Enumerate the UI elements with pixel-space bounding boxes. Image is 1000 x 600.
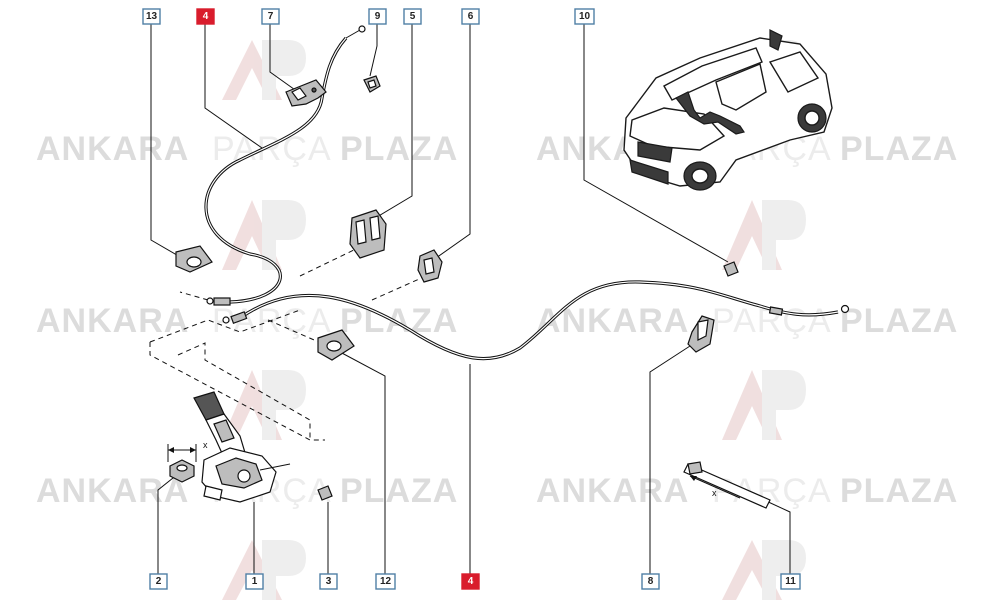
callout-label: 13 xyxy=(146,11,158,22)
watermark-layer: ANKARA PARÇA PLAZA ANKARA PARÇA PLAZA AN… xyxy=(36,40,958,600)
cable-end-fittings xyxy=(206,297,248,324)
bracket-part-8 xyxy=(687,315,715,353)
bracket-part-7 xyxy=(285,79,327,107)
callout-10: 10 xyxy=(574,8,595,25)
watermark-text-row-1: ANKARA PARÇA PLAZA ANKARA PARÇA PLAZA xyxy=(36,130,958,168)
callout-11: 11 xyxy=(780,573,801,590)
clip-part-3 xyxy=(317,485,333,501)
watermark-word: PLAZA xyxy=(840,130,958,168)
callout-label: 6 xyxy=(468,11,474,22)
watermark-word: PLAZA xyxy=(340,472,458,510)
cable-tie-part-11 xyxy=(683,461,771,509)
callout-2: 2 xyxy=(149,573,168,590)
callout-7: 7 xyxy=(261,8,280,25)
callout-label: 12 xyxy=(380,576,392,587)
rear-cable xyxy=(239,280,850,361)
callout-3: 3 xyxy=(319,573,338,590)
watermark-word: PLAZA xyxy=(340,302,458,340)
callout-4-top: 4 xyxy=(196,8,215,25)
double-clip-part-5 xyxy=(349,209,387,259)
watermark-logo xyxy=(222,40,306,100)
callout-label: 4 xyxy=(468,576,474,587)
watermark-word: PLAZA xyxy=(840,302,958,340)
callout-label: 9 xyxy=(375,11,381,22)
callout-5: 5 xyxy=(403,8,422,25)
watermark-logo xyxy=(722,540,806,600)
callout-9: 9 xyxy=(368,8,387,25)
callout-label: 1 xyxy=(252,576,258,587)
callout-label: 10 xyxy=(579,11,591,22)
watermark-word: PARÇA xyxy=(212,130,332,168)
callout-8: 8 xyxy=(641,573,660,590)
grommet-part-13 xyxy=(175,245,213,273)
callout-label: 4 xyxy=(203,11,209,22)
watermark-logo xyxy=(222,540,306,600)
dimension-marker-lever: x xyxy=(167,440,208,462)
grommet-part-12 xyxy=(317,329,355,361)
watermark-word: ANKARA xyxy=(536,302,689,340)
callouts: 13 4 7 9 5 6 10 2 xyxy=(142,8,801,590)
watermark-logo xyxy=(222,200,306,270)
dimension-x-label: x xyxy=(203,440,208,450)
callout-label: 3 xyxy=(326,576,332,587)
callout-label: 7 xyxy=(268,11,274,22)
watermark-word: ANKARA xyxy=(36,472,189,510)
callout-12: 12 xyxy=(375,573,396,590)
callout-label: 8 xyxy=(648,576,654,587)
callout-label: 11 xyxy=(785,576,796,587)
callout-6: 6 xyxy=(461,8,480,25)
watermark-text-row-2: ANKARA PARÇA PLAZA ANKARA PARÇA PLAZA xyxy=(36,302,958,340)
dimension-x-label: x xyxy=(712,488,717,498)
watermark-word: ANKARA xyxy=(36,130,189,168)
watermark-text-row-3: ANKARA PARÇA PLAZA ANKARA PARÇA PLAZA xyxy=(36,472,958,510)
watermark-logo xyxy=(722,200,806,270)
callout-1: 1 xyxy=(245,573,264,590)
callout-label: 5 xyxy=(410,11,416,22)
vehicle-illustration xyxy=(623,29,833,191)
callout-4-bottom: 4 xyxy=(461,573,480,590)
nut-part-2 xyxy=(169,459,195,483)
clip-part-9 xyxy=(363,75,381,93)
watermark-word: ANKARA xyxy=(536,472,689,510)
watermark-word: PLAZA xyxy=(340,130,458,168)
watermark-logo xyxy=(722,370,806,440)
clip-part-10 xyxy=(723,261,739,277)
callout-13: 13 xyxy=(142,8,161,25)
watermark-word: ANKARA xyxy=(36,302,189,340)
watermark-word: PARÇA xyxy=(212,302,332,340)
dimension-marker-tie: x xyxy=(689,475,741,499)
leader-lines xyxy=(150,24,791,574)
handbrake-lever-part-1 xyxy=(193,391,291,503)
watermark-word: PLAZA xyxy=(840,472,958,510)
clip-part-6 xyxy=(417,249,443,283)
callout-label: 2 xyxy=(156,576,162,587)
